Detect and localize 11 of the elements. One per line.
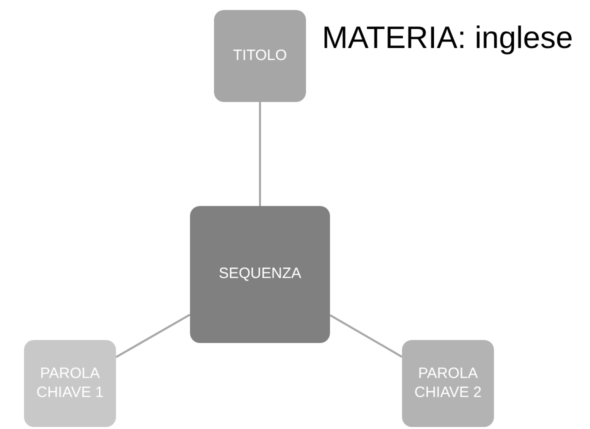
process-box (190, 206, 330, 343)
node-label: TITOLO (233, 46, 287, 64)
node-label: SEQUENZA (218, 265, 302, 282)
connector-line (330, 314, 402, 358)
connector-line (259, 102, 261, 206)
node-label: PAROLA CHIAVE 2 (414, 364, 482, 400)
connector-line (116, 314, 190, 358)
process-box (214, 10, 306, 102)
process-box (24, 340, 116, 427)
process-box (402, 340, 494, 427)
subject-label: MATERIA: inglese (322, 20, 573, 56)
